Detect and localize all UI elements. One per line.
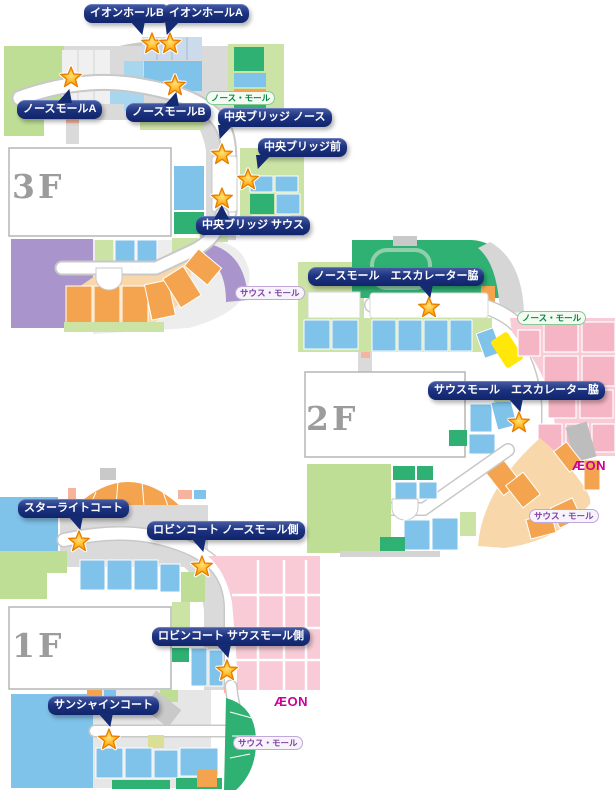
badge-north-mall-3f: ノース・モール [206, 91, 276, 105]
callout-label: 中央ブリッジ サウス [202, 219, 305, 231]
callout-north-mall-escalator[interactable]: ノースモール エスカレーター脇 [308, 267, 485, 298]
badge-south-mall-2f: サウス・モール [529, 509, 599, 523]
callout-starlight-court[interactable]: スターライトコート [18, 499, 129, 530]
callout-label: 中央ブリッジ ノース [224, 111, 326, 123]
callout-robin-court-south[interactable]: ロビンコート サウスモール側 [152, 627, 311, 658]
badge-south-mall-1f: サウス・モール [233, 736, 303, 750]
aeon-logo-1f: ÆON [274, 694, 308, 709]
callout-label: イオンホールB [90, 7, 164, 19]
callout-label: ノースモール エスカレーター脇 [314, 270, 479, 282]
callout-south-mall-escalator[interactable]: サウスモール エスカレーター脇 [428, 381, 605, 412]
badge-north-mall-2f: ノース・モール [517, 311, 587, 325]
star-ion-hall-b[interactable] [140, 31, 164, 55]
callout-ion-hall-a[interactable]: イオンホールA [163, 4, 249, 35]
callout-label: ノースモールA [23, 103, 97, 115]
callout-label: ノースモールB [132, 106, 206, 118]
star-ion-hall-a[interactable] [158, 31, 182, 55]
callout-north-mall-b[interactable]: ノースモールB [126, 92, 212, 122]
callout-label: 中央ブリッジ前 [264, 141, 341, 153]
callout-robin-court-north[interactable]: ロビンコート ノースモール側 [147, 521, 305, 552]
callout-sunshine-court[interactable]: サンシャインコート [48, 696, 159, 727]
callout-chuo-bridge-north[interactable]: 中央ブリッジ ノース [218, 108, 332, 139]
callout-north-mall-a[interactable]: ノースモールA [17, 89, 103, 119]
callout-label: スターライトコート [24, 502, 123, 514]
callout-label: サンシャインコート [54, 699, 153, 711]
aeon-logo-2f: ÆON [572, 458, 606, 473]
callout-chuo-bridge-mae[interactable]: 中央ブリッジ前 [256, 138, 347, 169]
callout-label: ロビンコート サウスモール側 [158, 630, 305, 642]
callout-ion-hall-b[interactable]: イオンホールB [84, 4, 170, 35]
callout-label: サウスモール エスカレーター脇 [434, 384, 599, 396]
badge-south-mall-3f: サウス・モール [235, 286, 305, 300]
floor-marker-1f: 1F [12, 626, 65, 665]
floor-marker-3f: 3F [12, 167, 65, 206]
floor-marker-2f: 2F [306, 399, 359, 438]
callout-label: ロビンコート ノースモール側 [153, 524, 299, 536]
callout-chuo-bridge-south[interactable]: 中央ブリッジ サウス [196, 205, 311, 235]
callout-label: イオンホールA [169, 7, 243, 19]
